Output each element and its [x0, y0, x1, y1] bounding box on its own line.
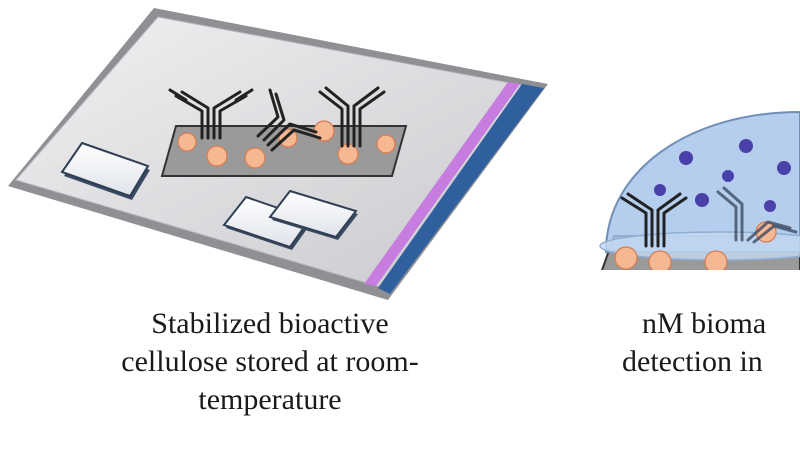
bead [704, 250, 728, 270]
antibody [168, 88, 254, 140]
analyte-dot [739, 139, 753, 153]
bead [614, 246, 638, 270]
analyte-dot [777, 161, 791, 175]
caption-line: detection in [622, 345, 763, 378]
tray-edge-purple [364, 82, 520, 286]
antibodies-right [620, 186, 798, 248]
paper-pads [60, 141, 358, 250]
antibody [256, 88, 322, 152]
bead [177, 132, 197, 152]
bead [244, 147, 266, 169]
bead [206, 145, 228, 167]
cellulose-tray [8, 8, 548, 300]
analyte-dot [722, 170, 734, 182]
caption-line: temperature [198, 383, 342, 416]
antibody [318, 86, 386, 148]
tray-edge-blue [378, 84, 544, 294]
bead-row-left [177, 120, 396, 169]
bead [648, 250, 672, 270]
caption-biomarker-detection: nM bioma detection in [600, 305, 800, 381]
antibody [716, 186, 798, 244]
analyte-dot [764, 200, 776, 212]
analyte-dot [654, 184, 666, 196]
caption-line: nM bioma [642, 307, 767, 340]
paper-pad [268, 189, 358, 240]
bead [376, 134, 396, 154]
caption-line: cellulose stored at room- [121, 345, 419, 378]
paper-pad [60, 141, 150, 200]
detection-droplet-panel [599, 110, 800, 270]
antibody [620, 192, 688, 248]
bead [278, 128, 298, 148]
antibodies-left [168, 86, 386, 152]
caption-line: Stabilized bioactive [151, 307, 389, 340]
analyte-dot [695, 193, 709, 207]
caption-stabilized-cellulose: Stabilized bioactive cellulose stored at… [40, 305, 500, 419]
analyte-dot [679, 151, 693, 165]
biomarker-analytes [654, 139, 791, 212]
